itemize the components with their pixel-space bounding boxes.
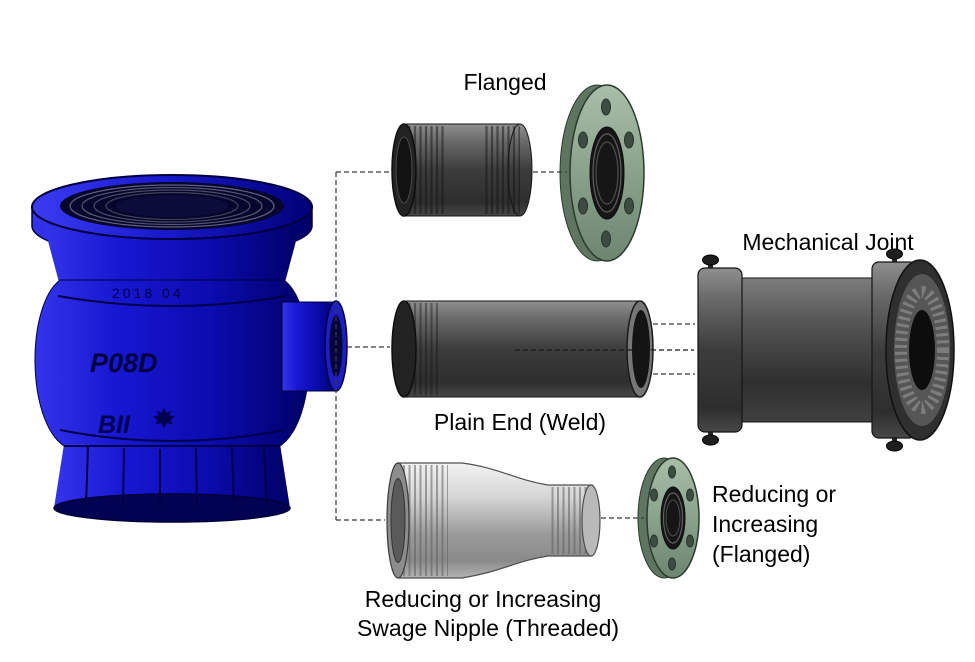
mechanical-joint-coupling [697, 248, 955, 452]
check-valve-body: 2018 04 P08D BII [31, 174, 348, 523]
valve-brand-marking: BII [98, 411, 131, 439]
labels: Flanged Mechanical Joint Plain End (Weld… [357, 69, 914, 641]
label-reducing-flanged-line1: Reducing or [712, 481, 836, 507]
skirt-facets [64, 445, 280, 509]
swage-nipple [386, 462, 601, 579]
label-reducing-flanged-line2: Increasing [712, 511, 818, 537]
valve-date-code: 2018 04 [112, 285, 184, 301]
valve-model-marking: P08D [90, 348, 158, 378]
valve-threaded-opening [60, 182, 284, 230]
label-swage-nipple-line2: Swage Nipple (Threaded) [357, 615, 619, 641]
flange-disc-bottom [637, 457, 700, 579]
label-swage-nipple-line1: Reducing or Increasing [365, 586, 602, 612]
label-plain-end-weld: Plain End (Weld) [434, 409, 606, 435]
threaded-nipple [391, 123, 533, 217]
connector-lines [335, 171, 695, 521]
bolt-holes-bottom-flange [650, 465, 694, 571]
plain-end-pipe [391, 300, 654, 398]
flange-disc-top [559, 84, 645, 262]
label-mechanical-joint: Mechanical Joint [742, 229, 914, 255]
maple-leaf-icon [153, 408, 175, 428]
label-flanged: Flanged [463, 69, 546, 95]
valve-side-outlet [281, 300, 348, 392]
label-reducing-flanged-line3: (Flanged) [712, 541, 810, 567]
bolt-holes-top-flange [578, 98, 634, 248]
